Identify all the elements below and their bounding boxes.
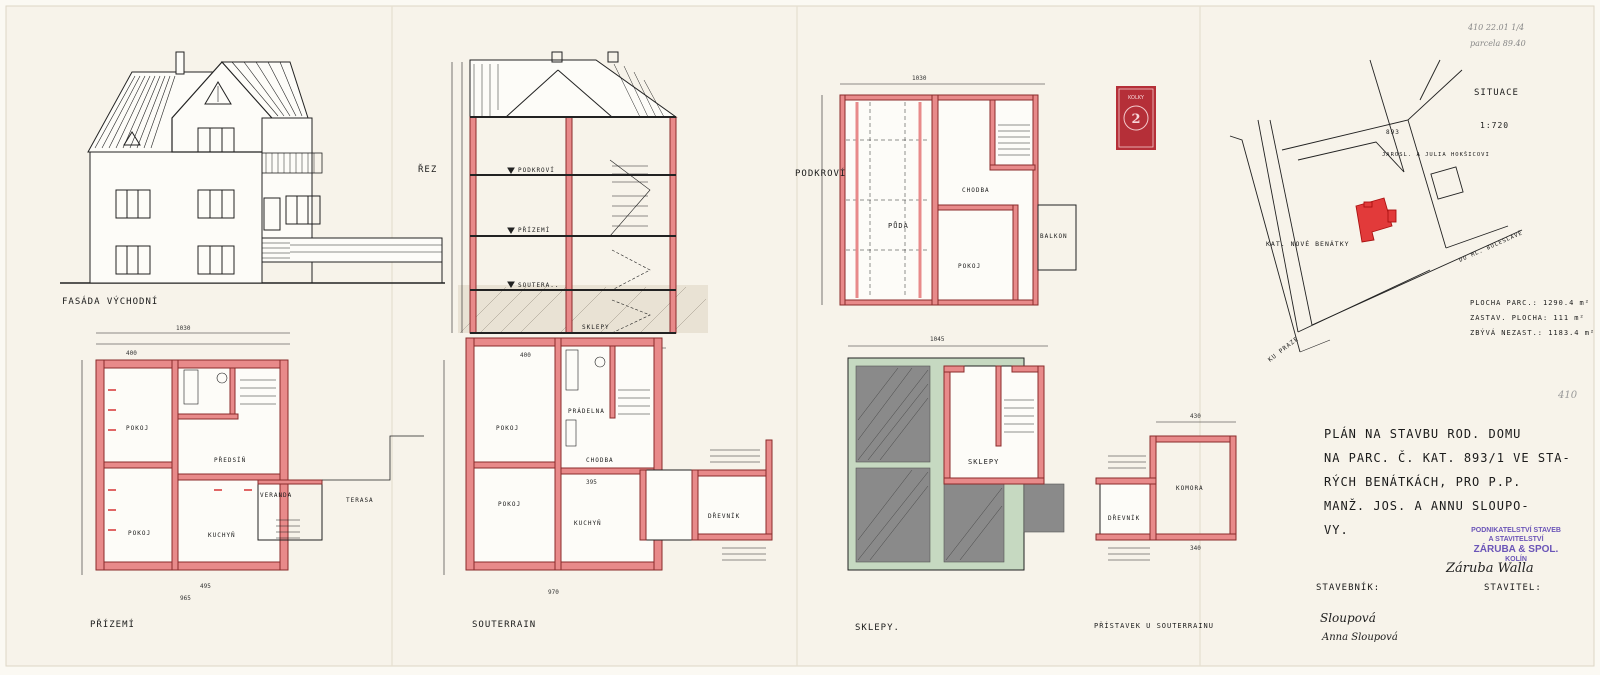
attic-room-pokoj: POKOJ <box>958 263 981 270</box>
attic-title: PODKROVÍ <box>795 167 846 179</box>
dim-souterrain-970: 970 <box>548 589 559 596</box>
ground-floor-plan <box>81 332 424 575</box>
annex-room-komora: KOMORA <box>1176 485 1204 492</box>
souterrain-plan <box>443 337 773 575</box>
site-plan-title: SITUACE <box>1474 88 1519 98</box>
dim-ground-width: 1030 <box>176 325 191 332</box>
dim-souterrain-395: 395 <box>586 479 597 486</box>
revenue-stamp: 2 KOLKY <box>1116 86 1156 150</box>
owner-label: STAVEBNÍK: <box>1316 581 1380 593</box>
site-plan-pencil-note-2: parcela 89.40 <box>1470 39 1526 48</box>
title-line-5: VY. <box>1324 523 1349 537</box>
title-line-4: MANŽ. JOS. A ANNU SLOUPO- <box>1324 498 1530 513</box>
section-level-cellars: SKLEPY <box>582 324 610 331</box>
annex-plan <box>1095 421 1237 561</box>
company-stamp-line-3: ZÁRUBA & SPOL. <box>1474 542 1559 555</box>
section-title: ŘEZ <box>418 163 437 175</box>
site-plan-scale: 1:720 <box>1480 121 1509 130</box>
site-plan <box>1229 59 1523 353</box>
annex-title: PŘÍSTAVEK U SOUTERRAINU <box>1094 621 1214 630</box>
company-stamp: PODNIKATELSTVÍ STAVEB A STAVITELSTVÍ ZÁR… <box>1471 525 1561 563</box>
cellars-plan <box>847 345 1065 571</box>
site-plan-parcel: 893 <box>1386 129 1400 136</box>
ground-room-pokoj-2: POKOJ <box>128 530 151 537</box>
souterrain-room-drevnik: DŘEVNÍK <box>708 512 740 520</box>
company-stamp-line-2: A STAVITELSTVÍ <box>1488 534 1544 543</box>
facade-drawing <box>60 51 445 284</box>
facade-title: FASÁDA VÝCHODNÍ <box>62 295 158 307</box>
site-plan-pencil-note-1: 410 22.01 1/4 <box>1467 23 1524 32</box>
title-block: PLÁN NA STAVBU ROD. DOMU NA PARC. Č. KAT… <box>1316 390 1578 643</box>
title-line-3: RÝCH BENÁTKÁCH, PRO P.P. <box>1324 474 1521 489</box>
company-stamp-line-1: PODNIKATELSTVÍ STAVEB <box>1471 525 1561 534</box>
dim-annex-340: 340 <box>1190 545 1201 552</box>
ground-room-kuchyn: KUCHYŇ <box>208 532 236 539</box>
ground-room-predsin: PŘEDSÍŇ <box>214 456 246 464</box>
dim-ground-400: 400 <box>126 350 137 357</box>
section-level-attic: PODKROVÍ <box>518 166 555 174</box>
souterrain-room-kuchyn: KUCHYŇ <box>574 520 602 527</box>
builder-label: STAVITEL: <box>1484 583 1542 593</box>
cellars-room-sklepy: SKLEPY <box>968 458 999 466</box>
owner-signature-1: Sloupová <box>1320 611 1376 625</box>
title-line-2: NA PARC. Č. KAT. 893/1 VE STA- <box>1324 450 1571 465</box>
ground-room-pokoj-1: POKOJ <box>126 425 149 432</box>
owner-signature-2: Anna Sloupová <box>1321 632 1398 643</box>
title-line-1: PLÁN NA STAVBU ROD. DOMU <box>1324 426 1521 441</box>
ground-floor-title: PŘÍZEMÍ <box>90 618 135 630</box>
cellars-title: SKLEPY. <box>855 623 900 633</box>
section-drawing <box>451 51 708 334</box>
section-level-souterrain: SOUTERA.. <box>518 282 560 289</box>
attic-room-balkon: BALKON <box>1040 233 1068 240</box>
dim-annex-430: 430 <box>1190 413 1201 420</box>
souterrain-room-pokoj-2: POKOJ <box>498 501 521 508</box>
site-plan-road-label: KAT. NOVÉ BENÁTKY <box>1266 239 1350 248</box>
ground-terrace-label: TERASA <box>346 497 374 504</box>
ground-room-veranda: VERANDA <box>260 492 292 499</box>
company-stamp-line-4: KOLÍN <box>1505 554 1527 563</box>
site-plan-owners: JAROSL. A JULIA HOKŠICOVI <box>1382 151 1490 158</box>
builder-signature: Záruba Walla <box>1445 561 1534 576</box>
dim-ground-495: 495 <box>200 583 211 590</box>
attic-room-puda: PŮDA <box>888 221 909 230</box>
section-level-ground: PŘÍZEMÍ <box>518 226 550 234</box>
revenue-stamp-text: KOLKY <box>1128 95 1145 101</box>
souterrain-room-chodba: CHODBA <box>586 457 614 464</box>
site-plan-area-parcel: PLOCHA PARC.: 1290.4 m² <box>1470 299 1590 307</box>
dim-souterrain-400: 400 <box>520 352 531 359</box>
site-plan-area-built: ZASTAV. PLOCHA: 111 m² <box>1470 314 1585 322</box>
revenue-stamp-value: 2 <box>1131 112 1140 127</box>
dim-attic-width: 1030 <box>912 75 927 82</box>
souterrain-room-pokoj-1: POKOJ <box>496 425 519 432</box>
dim-ground-965: 965 <box>180 595 191 602</box>
souterrain-title: SOUTERRAIN <box>472 620 536 630</box>
dim-cellars-1045: 1045 <box>930 336 945 343</box>
site-plan-area-free: ZBÝVÁ NEZAST.: 1183.4 m² <box>1470 328 1595 337</box>
annex-room-drevnik: DŘEVNÍK <box>1108 514 1140 522</box>
attic-room-chodba: CHODBA <box>962 187 990 194</box>
attic-plan <box>821 83 1077 306</box>
souterrain-room-pradelna: PRÁDELNA <box>568 408 605 415</box>
title-pencil-mark: 410 <box>1557 390 1578 401</box>
